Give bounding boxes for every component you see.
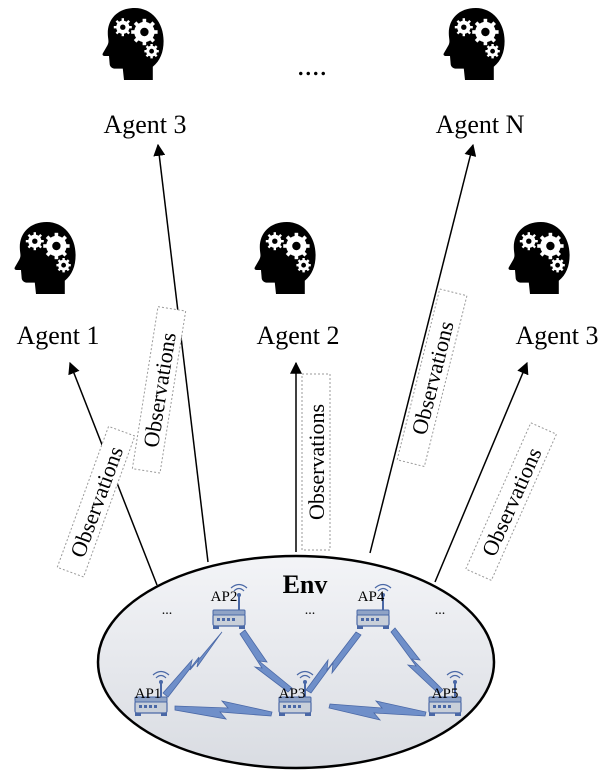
access-point-ap1: AP1 — [134, 670, 170, 717]
observations-label-2: Observations — [131, 306, 187, 474]
svg-text:AP5: AP5 — [432, 686, 459, 702]
agent-label: Agent N — [436, 110, 525, 139]
agent-n: Agent N — [436, 8, 525, 139]
observations-label-1: Observations — [56, 425, 136, 578]
access-point-ap2: AP2 — [211, 583, 248, 630]
environment-title: Env — [283, 570, 328, 599]
access-point-ap5: AP5 — [428, 670, 464, 717]
environment-ellipse — [96, 554, 496, 770]
agent-3-top: Agent 3 — [102, 8, 187, 139]
svg-text:Observations: Observations — [477, 444, 547, 560]
arrow-to-agent-3-right — [434, 361, 529, 583]
agent-1: Agent 1 — [14, 222, 100, 350]
agents-ellipsis: .... — [297, 49, 327, 82]
svg-text:AP3: AP3 — [279, 686, 306, 702]
head-with-gears-icon — [14, 222, 76, 294]
env-ellipsis-middle: ... — [305, 603, 316, 618]
observations-label-5: Observations — [465, 422, 558, 582]
svg-text:Observations: Observations — [304, 404, 329, 520]
observations-label-4: Observations — [396, 288, 468, 468]
agent-2: Agent 2 — [254, 222, 340, 350]
svg-text:AP2: AP2 — [211, 589, 238, 605]
environment: Env AP1 AP2 AP3 AP4 AP5 — [96, 554, 496, 770]
svg-text:Observations: Observations — [138, 331, 181, 450]
svg-text:AP4: AP4 — [358, 589, 385, 605]
wireless-link-icon — [162, 627, 444, 721]
arrow-to-agent-3-top — [153, 143, 209, 563]
env-ellipsis-right: ... — [435, 603, 446, 618]
agent-label: Agent 3 — [103, 110, 186, 139]
access-point-ap3: AP3 — [278, 670, 314, 717]
agent-3-right: Agent 3 — [508, 222, 599, 350]
observations-label-3: Observations — [301, 373, 331, 551]
head-with-gears-icon — [443, 8, 505, 80]
svg-text:AP1: AP1 — [135, 686, 162, 702]
arrow-to-agent-n — [369, 143, 477, 554]
agent-label: Agent 2 — [256, 321, 339, 350]
head-with-gears-icon — [254, 222, 316, 294]
access-point-ap4: AP4 — [356, 583, 392, 630]
env-ellipsis-left: ... — [162, 603, 173, 618]
agent-label: Agent 1 — [16, 321, 99, 350]
head-with-gears-icon — [508, 222, 570, 294]
head-with-gears-icon — [102, 8, 164, 80]
agent-label: Agent 3 — [515, 321, 598, 350]
